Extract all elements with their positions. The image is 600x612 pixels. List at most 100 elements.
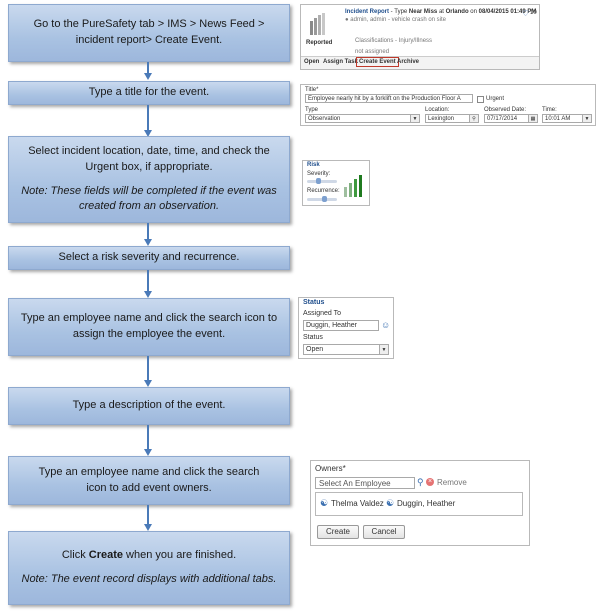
severity-slider-handle[interactable] bbox=[316, 178, 321, 184]
risk-legend: Risk bbox=[307, 162, 320, 168]
step-3-box: Select incident location, date, time, an… bbox=[8, 136, 290, 223]
incident-title-sep1: - Type bbox=[389, 9, 409, 15]
time-label: Time: bbox=[542, 107, 557, 113]
step-8-box: Click Create when you are finished. Note… bbox=[8, 531, 290, 605]
date-input-value: 07/17/2014 bbox=[487, 116, 518, 122]
step-8-text-bold: Create bbox=[88, 549, 123, 562]
owners-label: Owners* bbox=[315, 464, 346, 473]
step-5-box: Type an employee name and click the sear… bbox=[8, 298, 290, 356]
step-4-box: Select a risk severity and recurrence. bbox=[8, 246, 290, 270]
step-4-text: Select a risk severity and recurrence. bbox=[58, 251, 240, 264]
date-input[interactable]: 07/17/2014 ▦ bbox=[484, 114, 538, 123]
risk-level-icon bbox=[344, 175, 362, 197]
location-input-value: Lexington bbox=[428, 116, 455, 122]
chevron-down-icon: ▼ bbox=[379, 345, 388, 354]
search-icon[interactable]: ⚲ bbox=[417, 477, 424, 487]
step-1-box: Go to the PureSafety tab > IMS > News Fe… bbox=[8, 4, 290, 62]
person-search-icon[interactable]: ☺ bbox=[381, 320, 391, 330]
severity-label: Severity: bbox=[307, 171, 331, 177]
status-panel: Status Assigned To Duggin, Heather ☺ Sta… bbox=[298, 297, 394, 359]
chevron-down-icon: ▼ bbox=[410, 115, 419, 122]
connector-arrow bbox=[144, 130, 152, 137]
connector-arrow bbox=[144, 73, 152, 80]
step-8-note: Note: The event record displays with add… bbox=[21, 573, 277, 585]
incident-location: Orlando bbox=[445, 9, 469, 15]
create-button[interactable]: Create bbox=[317, 525, 359, 539]
search-icon[interactable]: ⚲ bbox=[469, 115, 478, 122]
recurrence-label: Recurrence: bbox=[307, 188, 340, 194]
incident-status: Reported bbox=[306, 40, 333, 46]
connector bbox=[147, 425, 149, 450]
step-7-text: Type an employee name and click the sear… bbox=[38, 465, 260, 494]
incident-title-sep2: at bbox=[437, 9, 446, 15]
step-5-text: Type an employee name and click the sear… bbox=[20, 312, 278, 340]
tab-create-event[interactable]: Create Event bbox=[356, 57, 399, 67]
time-select[interactable]: 10:01 AM ▼ bbox=[542, 114, 592, 123]
location-input[interactable]: Lexington ⚲ bbox=[425, 114, 479, 123]
incident-byline-text: admin, admin - vehicle crash on site bbox=[350, 17, 447, 23]
assigned-to-input[interactable]: Duggin, Heather bbox=[303, 320, 379, 331]
type-select-value: Observation bbox=[308, 116, 341, 122]
location-label: Location: bbox=[425, 107, 450, 113]
severity-slider[interactable] bbox=[307, 180, 337, 183]
signal-bars-icon bbox=[310, 13, 325, 35]
connector bbox=[147, 105, 149, 131]
incident-actions-bar: Open Assign Task Create Event Archive bbox=[301, 56, 539, 69]
tab-open[interactable]: Open bbox=[304, 59, 320, 65]
incident-title[interactable]: Incident Report bbox=[345, 9, 390, 15]
incident-byline: ● admin, admin - vehicle crash on site bbox=[345, 17, 446, 23]
title-input[interactable]: Employee nearly hit by a forklift on the… bbox=[305, 94, 473, 103]
remove-icon[interactable]: × bbox=[426, 478, 434, 486]
connector bbox=[147, 356, 149, 381]
cancel-button[interactable]: Cancel bbox=[363, 525, 405, 539]
recurrence-slider-handle[interactable] bbox=[322, 196, 327, 202]
step-2-box: Type a title for the event. bbox=[8, 81, 290, 105]
comment-count: 10 bbox=[530, 10, 537, 16]
assigned-to-label: Assigned To bbox=[303, 310, 342, 317]
step-2-text: Type a title for the event. bbox=[88, 86, 210, 99]
connector-arrow bbox=[144, 291, 152, 298]
chevron-down-icon: ▼ bbox=[582, 115, 591, 122]
connector-arrow bbox=[144, 449, 152, 456]
step-6-text: Type a description of the event. bbox=[72, 399, 226, 412]
incident-title-sep3: on bbox=[468, 9, 479, 15]
time-select-value: 10:01 AM bbox=[545, 116, 571, 122]
step-6-box: Type a description of the event. bbox=[8, 387, 290, 425]
owners-list: ☯ Thelma Valdez ☯ Duggin, Heather bbox=[315, 492, 523, 516]
title-label: Title* bbox=[305, 87, 319, 93]
connector bbox=[147, 505, 149, 525]
owner-item[interactable]: Thelma Valdez bbox=[331, 499, 384, 508]
risk-panel: Risk Severity: Recurrence: bbox=[302, 160, 370, 206]
owner-search-input-placeholder: Select An Employee bbox=[319, 479, 391, 488]
remove-link[interactable]: Remove bbox=[437, 478, 467, 487]
connector-arrow bbox=[144, 380, 152, 387]
owners-panel: Owners* Select An Employee ⚲ × Remove ☯ … bbox=[310, 460, 530, 546]
comment-icon[interactable]: ♡ bbox=[522, 9, 530, 18]
connector-arrow bbox=[144, 524, 152, 531]
tab-archive[interactable]: Archive bbox=[397, 59, 420, 65]
type-label: Type bbox=[305, 107, 319, 113]
step-3-text: Select incident location, date, time, an… bbox=[28, 144, 270, 173]
incident-title-line: Incident Report - Type Near Miss at Orla… bbox=[345, 9, 536, 15]
status-select[interactable]: Open▼ bbox=[303, 344, 389, 355]
tab-assign-task[interactable]: Assign Task bbox=[323, 59, 358, 65]
step-8-text-pre: Click bbox=[61, 549, 89, 562]
calendar-icon[interactable]: ▦ bbox=[528, 115, 537, 122]
step-3-note: Note: These fields will be completed if … bbox=[21, 184, 277, 213]
type-select[interactable]: Observation ▼ bbox=[305, 114, 420, 123]
person-icon: ☯ bbox=[386, 498, 395, 508]
status-label: Status bbox=[303, 334, 323, 341]
person-icon: ☯ bbox=[320, 498, 329, 508]
incident-report-card: Reported Incident Report - Type Near Mis… bbox=[300, 4, 540, 70]
event-form-panel: Title* Employee nearly hit by a forklift… bbox=[300, 84, 596, 126]
owner-search-input[interactable]: Select An Employee bbox=[315, 477, 415, 489]
connector bbox=[147, 270, 149, 292]
incident-assigned: not assigned bbox=[355, 49, 390, 55]
connector bbox=[147, 62, 149, 74]
step-8-text: Click Create when you are finished. bbox=[62, 548, 236, 564]
step-8-text-post: when you are finished. bbox=[123, 549, 237, 562]
user-icon: ● bbox=[345, 17, 349, 23]
urgent-checkbox[interactable] bbox=[477, 96, 484, 103]
owner-item[interactable]: Duggin, Heather bbox=[397, 499, 456, 508]
status-legend: Status bbox=[303, 299, 325, 306]
